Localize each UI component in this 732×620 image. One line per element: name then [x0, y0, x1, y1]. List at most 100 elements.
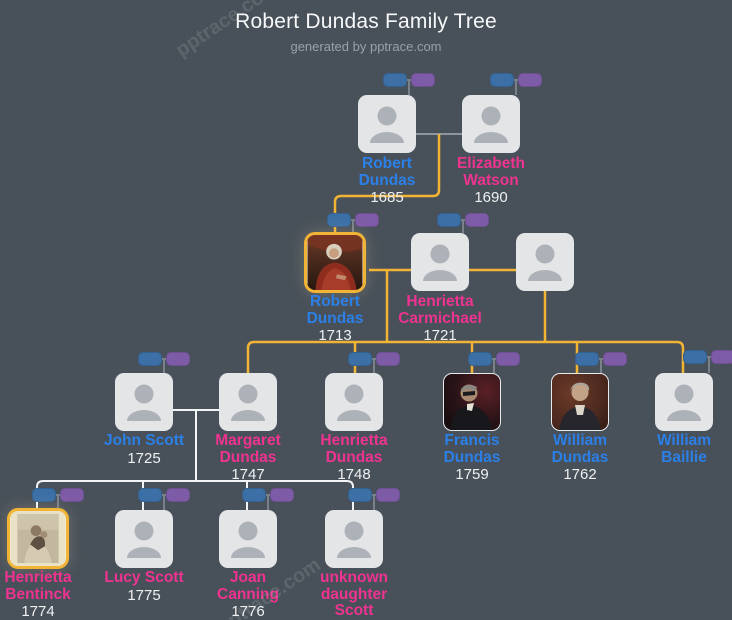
portrait-francis-dundas-1759 — [444, 374, 500, 430]
person-label: William Dundas 1762 — [530, 432, 630, 483]
parents-indicator-robert-1685[interactable] — [383, 73, 435, 95]
person-card-joan-canning-1776[interactable] — [219, 510, 277, 568]
person-card-francis-dundas-1759[interactable] — [443, 373, 501, 431]
father-pill-icon[interactable] — [242, 488, 266, 502]
father-pill-icon[interactable] — [490, 73, 514, 87]
person-year: 1725 — [127, 449, 161, 467]
indicator-stem — [163, 495, 165, 510]
mother-pill-icon[interactable] — [166, 488, 190, 502]
mother-pill-icon[interactable] — [603, 352, 627, 366]
indicator-connector — [597, 358, 605, 360]
person-card-henrietta-carmichael-1721[interactable] — [411, 233, 469, 291]
indicator-stem — [408, 80, 410, 95]
person-name: Lucy Scott — [104, 569, 184, 586]
indicator-stem — [373, 495, 375, 510]
person-placeholder-icon — [127, 384, 161, 421]
indicator-stem — [515, 80, 517, 95]
mother-pill-icon[interactable] — [376, 488, 400, 502]
person-year: 1685 — [370, 189, 404, 206]
mother-pill-icon[interactable] — [518, 73, 542, 87]
person-label: Robert Dundas 1713 — [285, 293, 385, 344]
person-name: Henrietta Carmichael — [398, 293, 482, 327]
indicator-stem — [57, 495, 59, 510]
indicator-stem — [352, 220, 354, 233]
parents-indicator-unknown-daughter[interactable] — [348, 488, 400, 510]
indicator-stem — [462, 220, 464, 233]
person-card-william-dundas-1762[interactable] — [551, 373, 609, 431]
person-year: 1748 — [337, 466, 371, 483]
mother-pill-icon[interactable] — [60, 488, 84, 502]
indicator-stem — [373, 359, 375, 373]
father-pill-icon[interactable] — [683, 350, 707, 364]
parents-indicator-francis-1759[interactable] — [468, 352, 520, 373]
indicator-connector — [459, 219, 467, 221]
person-card-unknown-partner[interactable] — [516, 233, 574, 291]
mother-pill-icon[interactable] — [411, 73, 435, 87]
father-pill-icon[interactable] — [468, 352, 492, 366]
portrait-robert-dundas-1713 — [307, 235, 363, 290]
mother-pill-icon[interactable] — [166, 352, 190, 366]
mother-pill-icon[interactable] — [496, 352, 520, 366]
person-label: Francis Dundas 1759 — [422, 432, 522, 483]
parents-indicator-robert-1713[interactable] — [327, 213, 379, 233]
person-year: 1690 — [474, 189, 508, 206]
parents-indicator-william-1762[interactable] — [575, 352, 627, 373]
person-card-margaret-dundas-1747[interactable] — [219, 373, 277, 431]
person-name: Robert Dundas — [358, 155, 416, 189]
parents-indicator-joan-1776[interactable] — [242, 488, 294, 510]
indicator-connector — [705, 356, 713, 358]
person-label: unknown daughter Scott — [304, 569, 404, 620]
person-placeholder-icon — [127, 521, 161, 558]
mother-pill-icon[interactable] — [465, 213, 489, 227]
father-pill-icon[interactable] — [348, 352, 372, 366]
father-pill-icon[interactable] — [138, 488, 162, 502]
person-name: Henrietta Dundas — [320, 432, 388, 466]
indicator-connector — [490, 358, 498, 360]
person-year: 1747 — [231, 466, 265, 483]
father-pill-icon[interactable] — [327, 213, 351, 227]
parents-indicator-elizabeth-1690[interactable] — [490, 73, 542, 95]
parents-indicator-lucy-1775[interactable] — [138, 488, 190, 510]
person-name: John Scott — [103, 432, 185, 449]
parents-indicator-henrietta-1774[interactable] — [32, 488, 84, 510]
indicator-stem — [267, 495, 269, 510]
person-card-elizabeth-watson-1690[interactable] — [462, 95, 520, 153]
father-pill-icon[interactable] — [437, 213, 461, 227]
person-label: John Scott 1725 — [94, 432, 194, 467]
portrait-william-dundas-1762 — [552, 374, 608, 430]
mother-pill-icon[interactable] — [711, 350, 732, 364]
mother-pill-icon[interactable] — [270, 488, 294, 502]
person-card-john-scott-1725[interactable] — [115, 373, 173, 431]
person-name: Joan Canning — [217, 569, 279, 603]
person-card-robert-dundas-1685[interactable] — [358, 95, 416, 153]
person-label: Margaret Dundas 1747 — [198, 432, 298, 483]
mother-pill-icon[interactable] — [376, 352, 400, 366]
person-placeholder-icon — [337, 384, 371, 421]
parents-indicator-henrietta-1748[interactable] — [348, 352, 400, 373]
father-pill-icon[interactable] — [348, 488, 372, 502]
person-card-unknown-daughter-scott[interactable] — [325, 510, 383, 568]
person-name: William Dundas — [551, 432, 609, 466]
mother-pill-icon[interactable] — [355, 213, 379, 227]
indicator-connector — [160, 494, 168, 496]
father-pill-icon[interactable] — [575, 352, 599, 366]
person-year: 1713 — [318, 327, 352, 344]
person-name: Elizabeth Watson — [456, 155, 526, 189]
parents-indicator-john-1725[interactable] — [138, 352, 190, 373]
father-pill-icon[interactable] — [383, 73, 407, 87]
father-pill-icon[interactable] — [32, 488, 56, 502]
person-card-william-baillie[interactable] — [655, 373, 713, 431]
person-card-robert-dundas-1713[interactable] — [304, 232, 366, 293]
person-card-henrietta-bentinck-1774[interactable] — [7, 508, 69, 569]
person-label: William Baillie — [634, 432, 732, 467]
parents-indicator-baillie[interactable] — [683, 350, 732, 373]
person-card-henrietta-dundas-1748[interactable] — [325, 373, 383, 431]
person-label: Lucy Scott 1775 — [94, 569, 194, 604]
person-placeholder-icon — [423, 244, 457, 281]
person-card-lucy-scott-1775[interactable] — [115, 510, 173, 568]
generator-credit: generated by pptrace.com — [290, 39, 442, 54]
parents-indicator-henrietta-1721[interactable] — [437, 213, 489, 233]
father-pill-icon[interactable] — [138, 352, 162, 366]
page-title: Robert Dundas Family Tree — [235, 10, 497, 33]
